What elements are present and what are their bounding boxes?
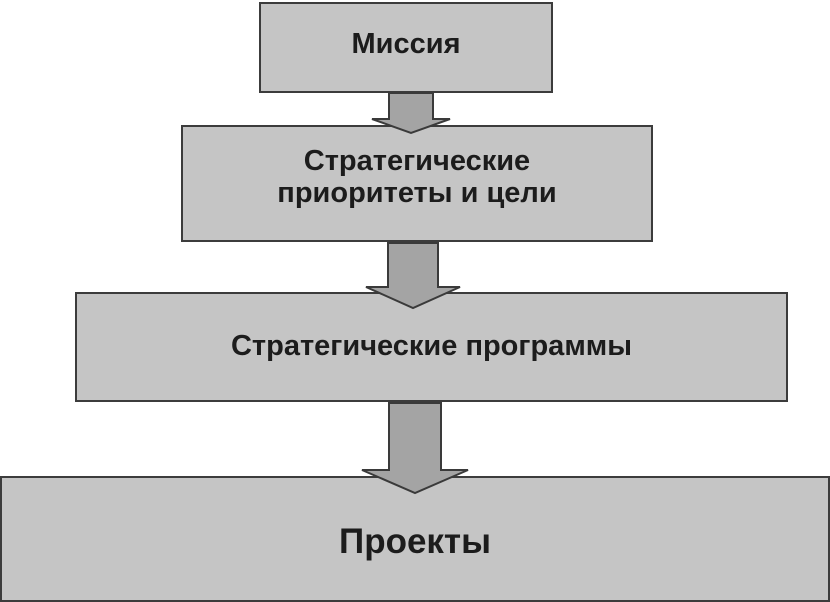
node-strategic-programs: Стратегические программы xyxy=(75,292,788,402)
node-strategic-priorities: Стратегические приоритеты и цели xyxy=(181,125,653,242)
node-projects-label: Проекты xyxy=(339,521,491,561)
node-mission: Миссия xyxy=(259,2,553,93)
node-strategic-priorities-label: Стратегические приоритеты и цели xyxy=(277,144,557,209)
node-projects: Проекты xyxy=(0,476,830,602)
node-mission-label: Миссия xyxy=(351,27,461,60)
node-strategic-programs-label: Стратегические программы xyxy=(230,330,632,363)
